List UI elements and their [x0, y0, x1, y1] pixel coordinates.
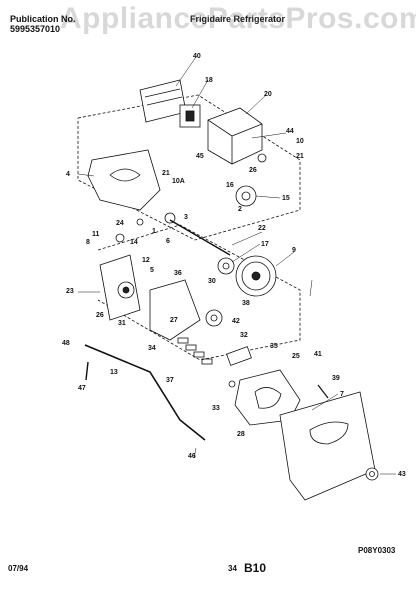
callout: 35	[270, 343, 278, 350]
callout: 24	[116, 220, 124, 227]
callout: 32	[240, 332, 248, 339]
part-46-rod	[84, 344, 206, 441]
callout: 9	[292, 247, 296, 254]
callout: 12	[142, 257, 150, 264]
callout: 10	[296, 138, 304, 145]
callout: 43	[398, 471, 406, 478]
publication-number: 5995357010	[10, 24, 61, 34]
callout: 20	[264, 91, 272, 98]
callout: 8	[86, 239, 90, 246]
callout: 1	[152, 228, 156, 235]
callout: 21	[162, 170, 170, 177]
callout: 15	[282, 195, 290, 202]
callout: 33	[212, 405, 220, 412]
section-code: B10	[244, 561, 267, 575]
callout: 4	[66, 171, 70, 178]
callout: 26	[249, 167, 257, 174]
callout: 14	[130, 239, 138, 246]
callout: 16	[226, 182, 234, 189]
part-43-knob	[365, 467, 379, 481]
callout: 18	[205, 77, 213, 84]
part-47-screw	[85, 361, 89, 381]
callout: 48	[62, 340, 70, 347]
part-33-nut	[228, 380, 236, 388]
model-title: Frigidaire Refrigerator	[190, 14, 286, 24]
callout: 26	[96, 312, 104, 319]
callout: 27	[170, 317, 178, 324]
callout: 39	[332, 375, 340, 382]
callout: 25	[292, 353, 300, 360]
part-23-panel	[99, 254, 141, 321]
callout: 30	[208, 278, 216, 285]
callout: 37	[166, 377, 174, 384]
callout: 2	[238, 206, 242, 213]
publication-label: Publication No.	[10, 14, 76, 24]
callout-labels: 40 18 20 44 10 21 45 26 16 15 4 21 10A 2…	[62, 53, 406, 478]
callout: 46	[188, 453, 196, 460]
callout: 3	[184, 214, 188, 221]
callout: 41	[314, 351, 322, 358]
callout: 6	[166, 238, 170, 245]
callout: 22	[258, 225, 266, 232]
part-39-screw	[317, 384, 329, 399]
part-22-shaft	[169, 219, 231, 256]
callout: 17	[261, 241, 269, 248]
callout: 36	[174, 270, 182, 277]
part-20-motor	[207, 107, 263, 165]
outline-lower	[97, 224, 301, 361]
callout: 47	[78, 385, 86, 392]
page-number: 34	[228, 564, 237, 573]
callout: 31	[118, 320, 126, 327]
callout: 34	[148, 345, 156, 352]
callout: 7	[340, 391, 344, 398]
callout: 21	[296, 153, 304, 160]
part-36-housing	[149, 279, 201, 341]
date-code: 07/94	[8, 564, 29, 573]
part-35-block	[226, 346, 252, 366]
callout: 45	[196, 153, 204, 160]
callout: 13	[110, 369, 118, 376]
callout: 42	[232, 318, 240, 325]
part-7-housing	[279, 391, 376, 501]
callout: 40	[193, 53, 201, 60]
part-17-gear	[217, 257, 235, 275]
part-4-bucket	[87, 149, 161, 211]
callout: 28	[237, 431, 245, 438]
callout: 23	[66, 288, 74, 295]
callout: 5	[150, 267, 154, 274]
watermark: AppliancePartsPros.com	[60, 2, 416, 35]
callout: 38	[242, 300, 250, 307]
part-37-springs	[177, 337, 213, 365]
callout: 44	[286, 128, 294, 135]
callout: 11	[92, 231, 100, 238]
figure-code: P08Y0303	[358, 546, 396, 555]
outline-upper	[77, 94, 301, 241]
callout: 10A	[172, 178, 185, 185]
